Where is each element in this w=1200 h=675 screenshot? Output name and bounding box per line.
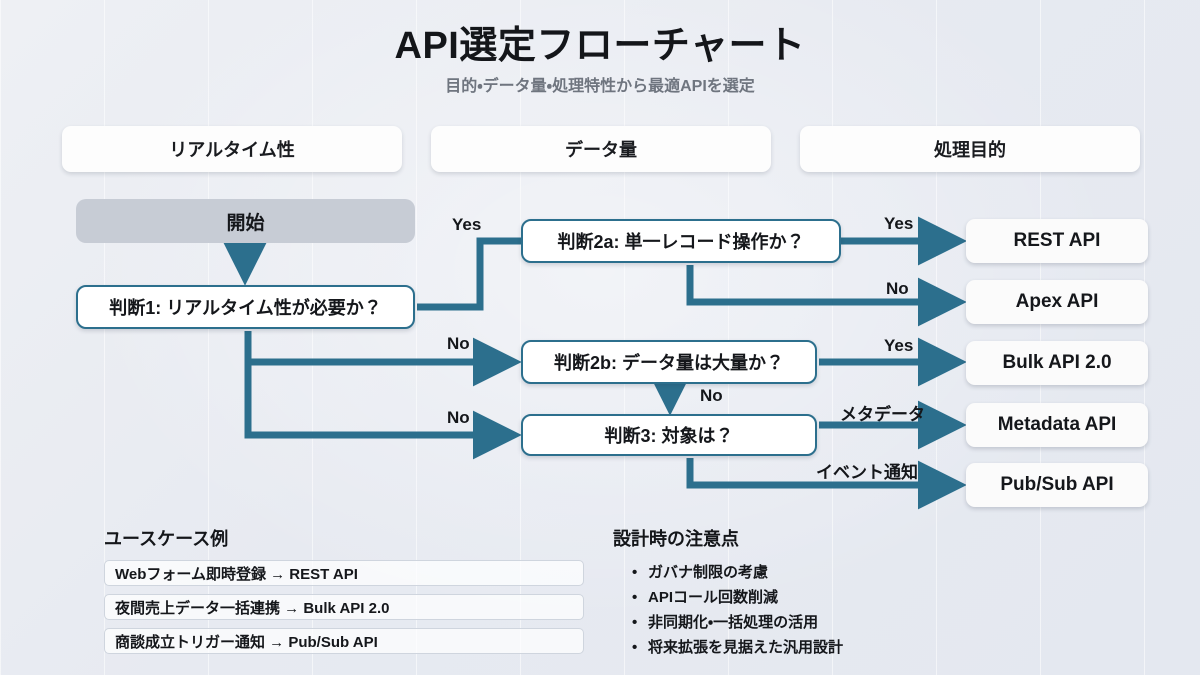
list-item: Webフォーム即時登録 → REST API <box>104 560 584 586</box>
node-result-metadata-api[interactable]: Metadata API <box>966 403 1148 447</box>
note-text: 将来拡張を見据えた汎用設計 <box>648 639 844 656</box>
node-result-rest-api[interactable]: REST API <box>966 219 1148 263</box>
bullet-icon: • <box>632 614 638 631</box>
note-text: 非同期化・一括処理の活用 <box>648 614 819 631</box>
bullet-icon: • <box>632 589 638 606</box>
node-decision-2b[interactable]: 判断2b: データ量は大量か？ <box>521 340 817 384</box>
bullet-icon: • <box>632 564 638 581</box>
edge-label-decision2b-no: No <box>700 386 723 405</box>
usecase-section-title: ユースケース例 <box>104 529 229 549</box>
edge-label-decision3-metadata: メタデータ <box>840 405 925 424</box>
list-item: 商談成立トリガー通知 → Pub/Sub API <box>104 628 584 654</box>
node-decision-3[interactable]: 判断3: 対象は？ <box>521 414 817 456</box>
edge-label-decision1-yes: Yes <box>452 215 482 234</box>
node-result-pubsub-api[interactable]: Pub/Sub API <box>966 463 1148 507</box>
column-header-realtime: リアルタイム性 <box>62 126 402 172</box>
edge-label-decision2b-yes: Yes <box>884 336 914 355</box>
node-decision-2a[interactable]: 判断2a: 単一レコード操作か？ <box>521 219 841 263</box>
edge-label-decision1-no-3: No <box>447 408 470 427</box>
list-item: • ガバナ制限の考慮 <box>632 561 768 582</box>
edge-label-decision3-event: イベント通知 <box>816 463 918 482</box>
list-item: • 非同期化・一括処理の活用 <box>632 611 818 632</box>
note-text: APIコール回数削減 <box>648 589 779 606</box>
node-start[interactable]: 開始 <box>76 199 415 243</box>
column-header-purpose: 処理目的 <box>800 126 1140 172</box>
list-item: • 将来拡張を見据えた汎用設計 <box>632 636 843 657</box>
edge-label-decision2a-yes: Yes <box>884 214 914 233</box>
note-text: ガバナ制限の考慮 <box>648 564 769 581</box>
edge-label-decision1-no-2b: No <box>447 334 470 353</box>
edge-label-decision2a-no: No <box>886 279 909 298</box>
page-subtitle: 目的・データ量・処理特性から最適APIを選定 <box>445 78 755 95</box>
page-title: API選定フローチャート <box>394 25 806 67</box>
bullet-icon: • <box>632 639 638 656</box>
list-item: • APIコール回数削減 <box>632 586 778 607</box>
column-header-datavolume: データ量 <box>431 126 771 172</box>
list-item: 夜間売上データ一括連携 → Bulk API 2.0 <box>104 594 584 620</box>
notes-section-title: 設計時の注意点 <box>613 529 739 549</box>
node-result-bulk-api[interactable]: Bulk API 2.0 <box>966 341 1148 385</box>
node-result-apex-api[interactable]: Apex API <box>966 280 1148 324</box>
node-decision-1[interactable]: 判断1: リアルタイム性が必要か？ <box>76 285 415 329</box>
